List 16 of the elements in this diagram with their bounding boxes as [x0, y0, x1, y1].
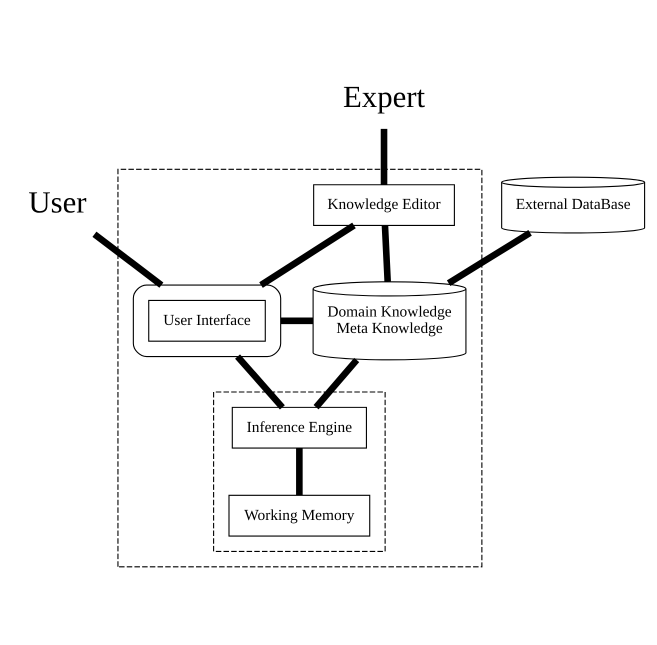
- node-box: Knowledge Editor: [313, 184, 455, 226]
- node-box: Working Memory: [228, 494, 370, 536]
- node-box: Inference Engine: [232, 406, 367, 448]
- node-box: User Interface: [148, 299, 266, 342]
- connector: [92, 231, 164, 288]
- connector: [446, 230, 532, 286]
- cluster: [213, 390, 386, 552]
- connector: [259, 222, 356, 288]
- connector: [296, 448, 303, 495]
- node-text: Expert: [343, 80, 426, 114]
- connector: [380, 128, 388, 184]
- node-text: User: [28, 185, 87, 220]
- connector: [280, 317, 313, 324]
- cluster: [132, 284, 282, 357]
- connector: [382, 224, 391, 282]
- cluster: [117, 168, 482, 567]
